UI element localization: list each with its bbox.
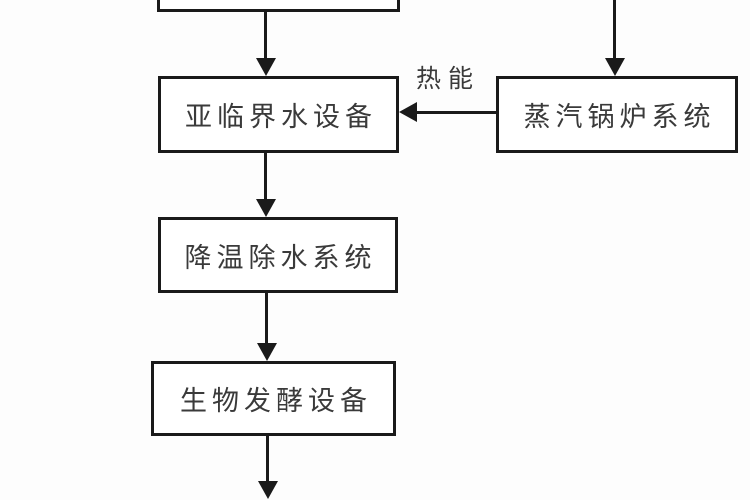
node-label: 生物发酵设备 [180,386,372,417]
node-label: 亚临界水设备 [185,102,377,133]
node-label: 蒸汽锅炉系统 [523,102,716,133]
node-steam-boiler: 蒸汽锅炉系统 [496,76,738,153]
arrowhead-down-icon [256,199,276,217]
arrowhead-down-icon [257,343,277,361]
arrowhead-down-icon [256,58,276,76]
arrow-line [264,153,267,199]
node-top-partial [157,0,400,12]
node-cooling-dewatering: 降温除水系统 [158,217,398,293]
arrow-line [265,293,268,343]
edge-label-heat: 热能 [416,64,481,93]
node-subcritical-water: 亚临界水设备 [158,76,399,153]
arrow-line [613,0,616,58]
arrow-line [266,436,269,481]
arrowhead-down-icon [605,58,625,76]
arrowhead-left-icon [399,102,417,122]
node-label: 降温除水系统 [184,242,377,274]
arrow-line [264,12,267,58]
arrow-line [415,111,496,114]
arrowhead-down-icon [258,481,278,499]
node-bio-fermentation: 生物发酵设备 [151,361,396,436]
